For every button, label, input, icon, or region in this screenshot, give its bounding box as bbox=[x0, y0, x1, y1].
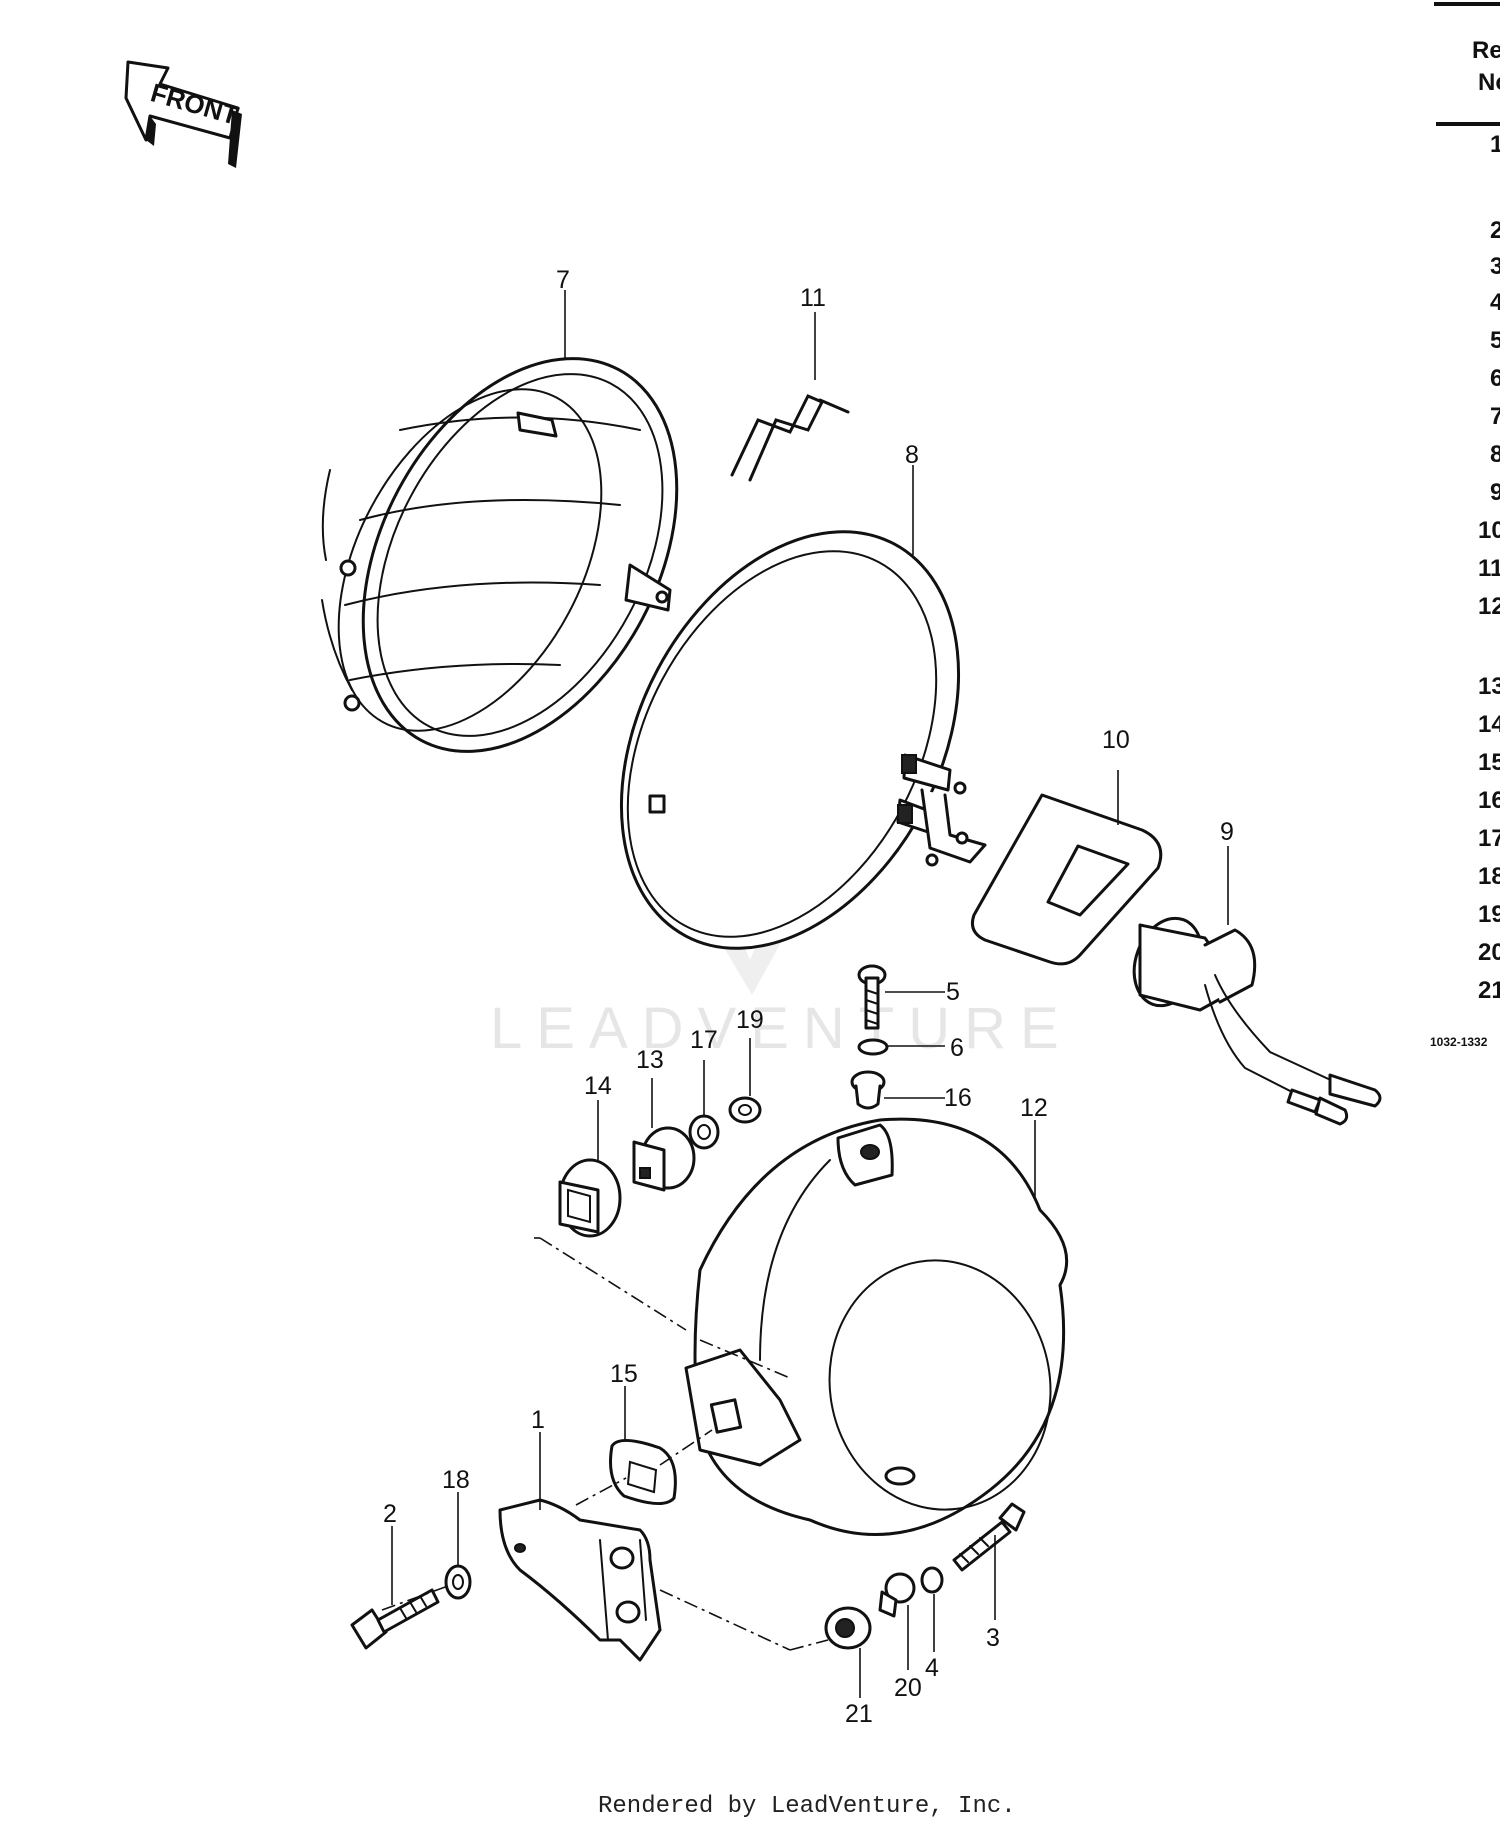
part-12-headlight-housing bbox=[684, 1117, 1069, 1536]
callout-4: 4 bbox=[925, 1654, 939, 1682]
ref-table-row: 10 bbox=[1478, 517, 1500, 544]
part-16-collar bbox=[850, 1070, 886, 1110]
part-6-washer bbox=[857, 1038, 889, 1056]
part-10-dust-cover bbox=[970, 793, 1163, 966]
ref-table-row: 16 bbox=[1478, 787, 1500, 814]
ref-table-row: 11 bbox=[1478, 555, 1500, 582]
ref-table-row: 8 bbox=[1490, 441, 1500, 468]
callout-6: 6 bbox=[950, 1034, 964, 1062]
front-arrow-icon: FRONT bbox=[124, 60, 242, 168]
callout-13: 13 bbox=[636, 1046, 664, 1074]
ref-table-header-1: Re bbox=[1472, 37, 1500, 64]
ref-table-row: 2 bbox=[1490, 217, 1500, 244]
part-11-wire-clip bbox=[730, 394, 850, 482]
ref-table-row: 9 bbox=[1490, 479, 1500, 506]
callout-15: 15 bbox=[610, 1360, 638, 1388]
callout-10: 10 bbox=[1102, 726, 1130, 754]
callout-8: 8 bbox=[905, 441, 919, 469]
ref-table-row: 17 bbox=[1478, 825, 1500, 852]
part-20-collar bbox=[878, 1572, 916, 1618]
callout-16: 16 bbox=[944, 1084, 972, 1112]
part-5-screw bbox=[857, 964, 887, 1030]
callout-21: 21 bbox=[845, 1700, 873, 1728]
callout-11: 11 bbox=[800, 284, 826, 312]
part-1-bracket bbox=[498, 1498, 662, 1662]
callout-18: 18 bbox=[442, 1466, 470, 1494]
ref-table-row: 19 bbox=[1478, 901, 1500, 928]
ref-table-row: 18 bbox=[1478, 863, 1500, 890]
part-19-nut bbox=[728, 1096, 762, 1124]
watermark-text: LEADVENTURE bbox=[490, 996, 1073, 1061]
callout-3: 3 bbox=[986, 1624, 1000, 1652]
ref-table-row: 1 bbox=[1490, 131, 1500, 158]
callout-14: 14 bbox=[584, 1072, 612, 1100]
ref-table-row: 3 bbox=[1490, 253, 1500, 280]
ref-table-header-2: No bbox=[1478, 69, 1500, 96]
part-18-washer bbox=[444, 1564, 472, 1600]
leader-lines bbox=[391, 290, 1229, 1698]
callout-2: 2 bbox=[383, 1500, 397, 1528]
footer-credit: Rendered by LeadVenture, Inc. bbox=[598, 1793, 1016, 1820]
ref-table-row: 21 bbox=[1478, 977, 1500, 1004]
ref-table-row: 15 bbox=[1478, 749, 1500, 776]
ref-table-row: 5 bbox=[1490, 327, 1500, 354]
part-2-bolt bbox=[350, 1588, 440, 1650]
part-21-grommet bbox=[824, 1606, 872, 1650]
ref-table-row: 12 bbox=[1478, 593, 1500, 620]
ref-table-code: 1032-1332 bbox=[1430, 1035, 1488, 1049]
ref-table-row: 7 bbox=[1490, 403, 1500, 430]
part-13-cushion bbox=[632, 1126, 696, 1192]
part-7-headlight-rim bbox=[321, 357, 679, 753]
ref-table-row: 4 bbox=[1490, 289, 1500, 316]
part-15-damper-pad bbox=[609, 1439, 677, 1505]
ref-table-row: 14 bbox=[1478, 711, 1500, 738]
ref-table-row: 13 bbox=[1478, 673, 1500, 700]
part-3-bolt bbox=[952, 1502, 1026, 1572]
callout-1: 1 bbox=[531, 1406, 545, 1434]
part-14-damper bbox=[558, 1158, 622, 1238]
callout-9: 9 bbox=[1220, 818, 1234, 846]
part-4-washer bbox=[920, 1566, 944, 1594]
callout-17: 17 bbox=[690, 1026, 718, 1054]
ref-table-row: 20 bbox=[1478, 939, 1500, 966]
part-9-bulb-socket bbox=[1132, 916, 1382, 1126]
part-17-washer bbox=[688, 1114, 720, 1150]
callout-7: 7 bbox=[556, 266, 570, 294]
assembly-lines bbox=[381, 1237, 829, 1651]
callout-20: 20 bbox=[894, 1674, 922, 1702]
callout-5: 5 bbox=[946, 978, 960, 1006]
callout-12: 12 bbox=[1020, 1094, 1048, 1122]
part-8-sealed-beam bbox=[619, 530, 987, 950]
reference-table: Re No 123456789101112131415161718192021 … bbox=[1430, 2, 1500, 1049]
callout-labels: 7 11 8 10 9 5 6 16 19 17 13 14 12 15 1 1… bbox=[383, 266, 1234, 1728]
ref-table-row: 6 bbox=[1490, 365, 1500, 392]
callout-19: 19 bbox=[736, 1006, 764, 1034]
